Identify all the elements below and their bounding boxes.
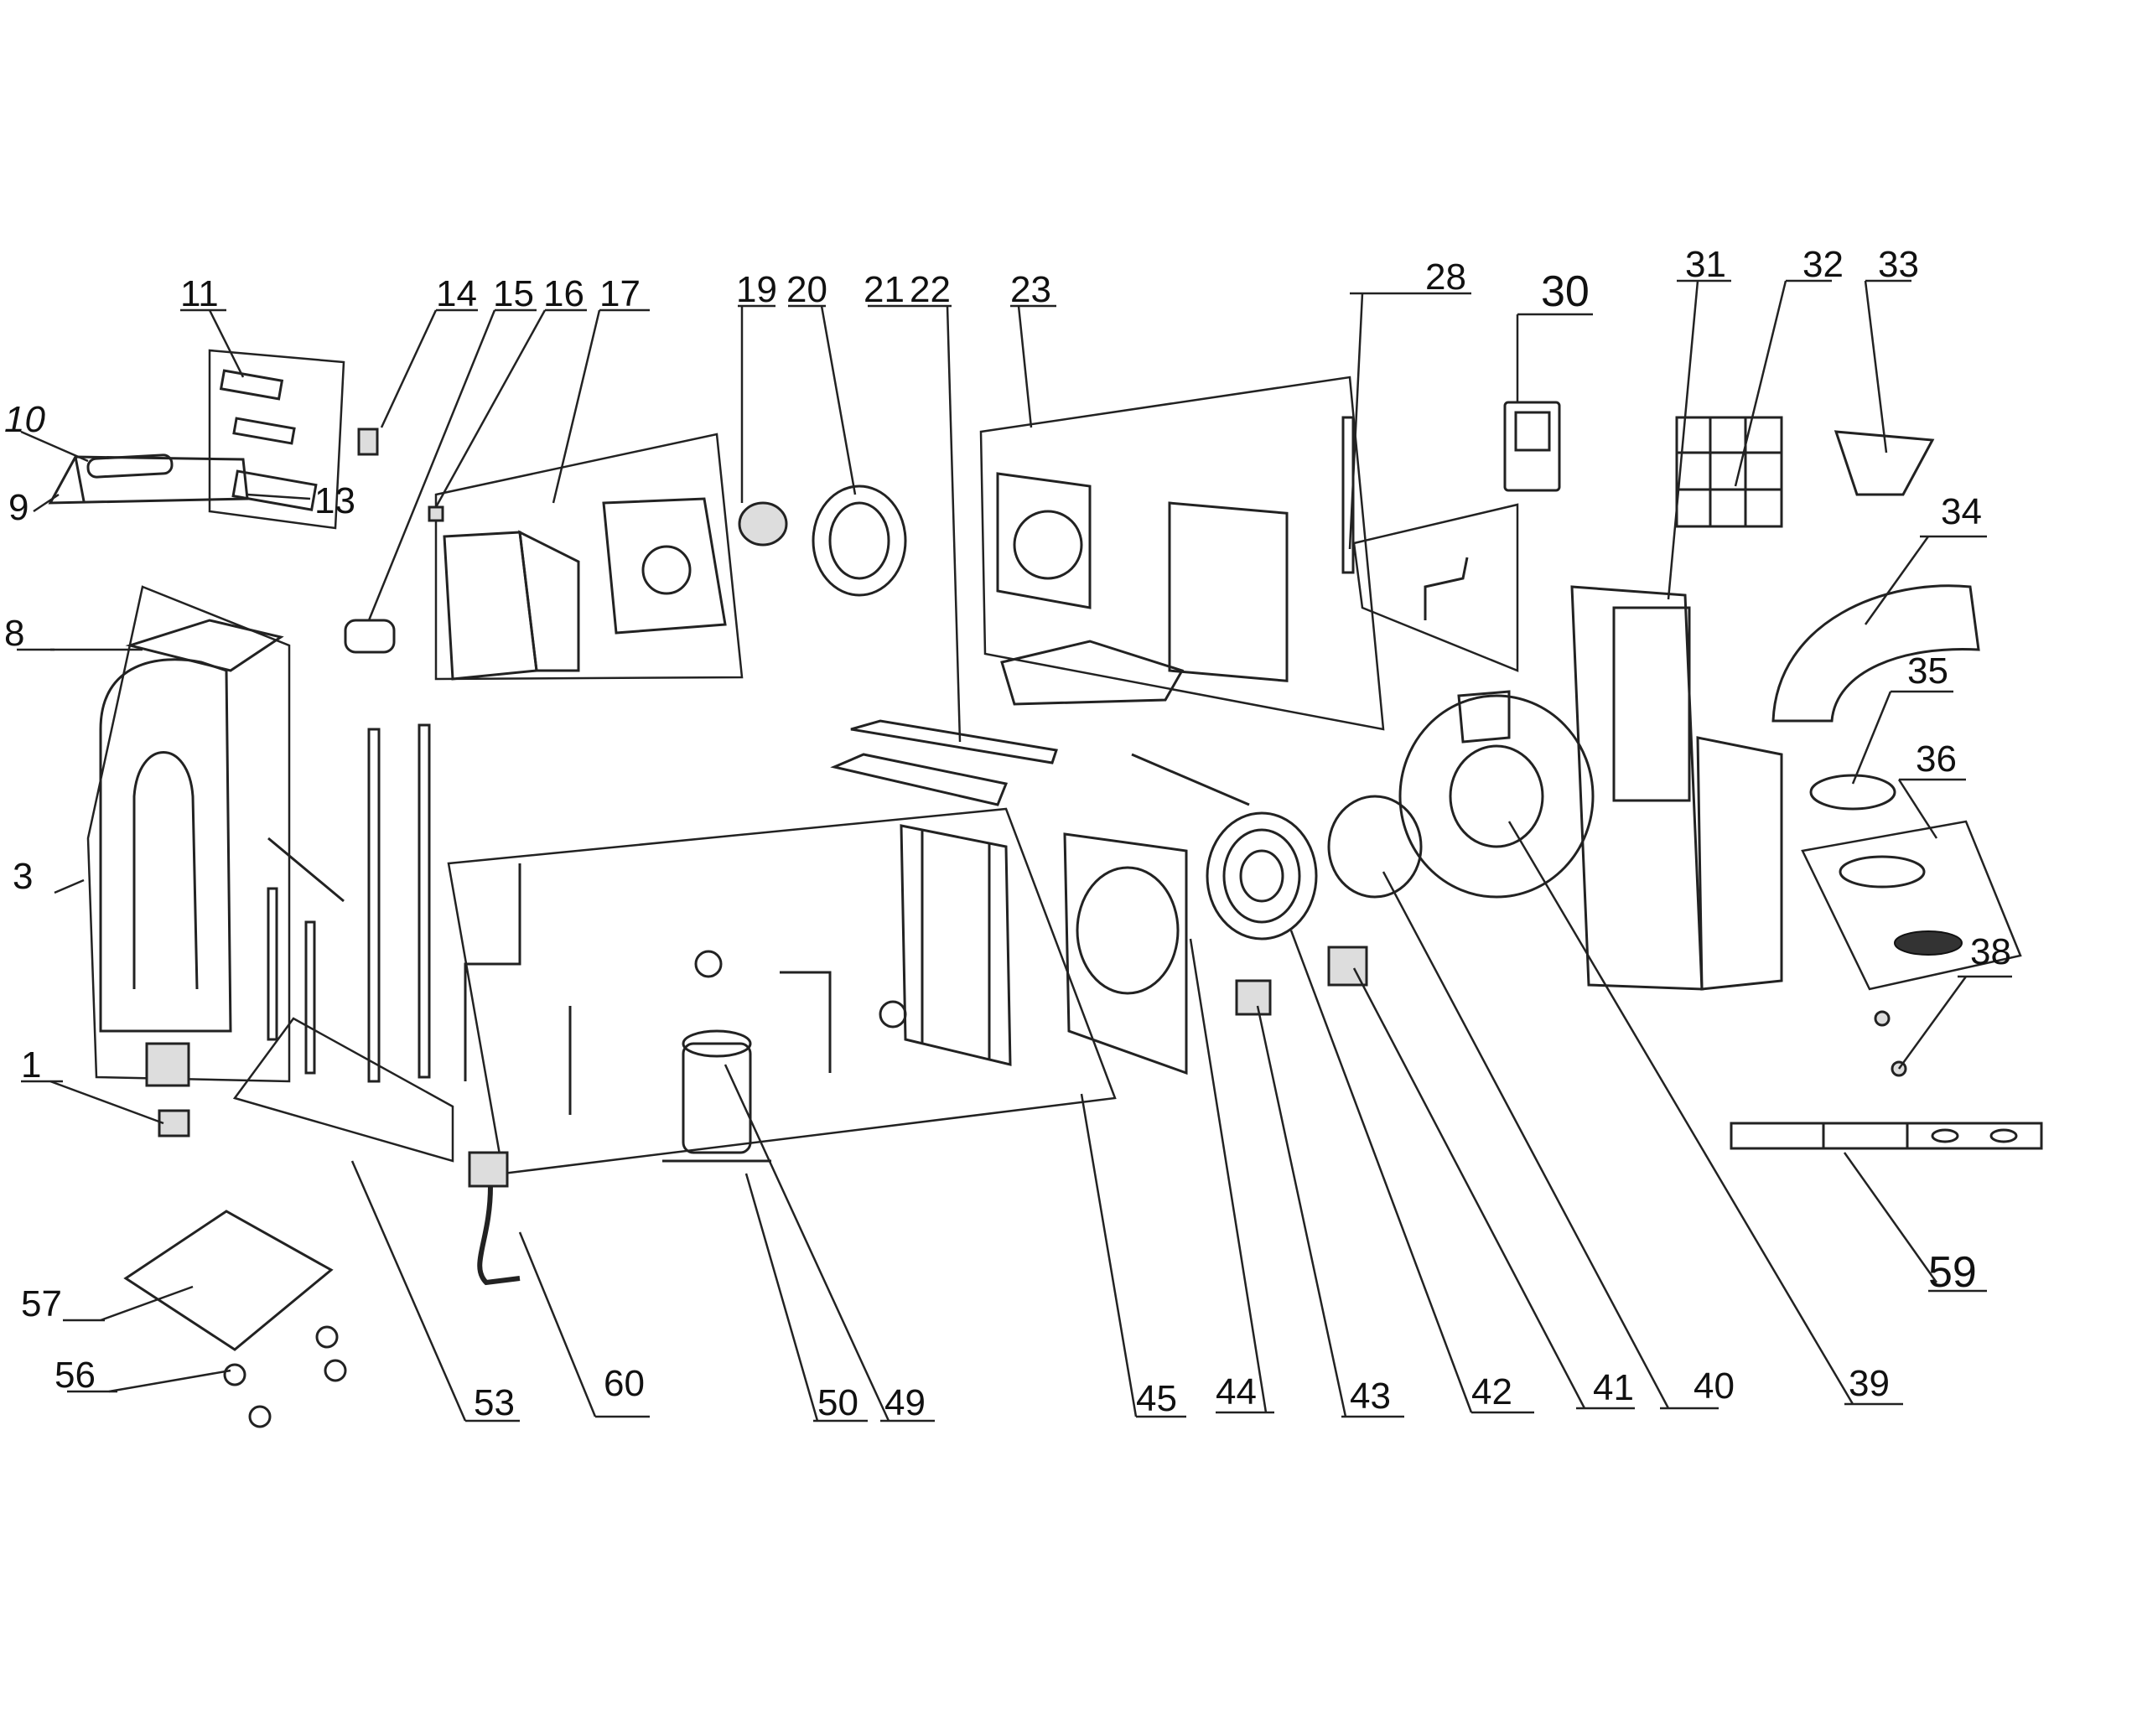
part-43-relay (1235, 979, 1272, 1016)
part-23-panel (996, 472, 1092, 609)
part-49-compressor (662, 1029, 771, 1163)
part-15-cylinder (344, 619, 396, 654)
part-3-front-housing (99, 658, 232, 1033)
label-33: 33 (1878, 244, 1919, 285)
part-45-condenser (900, 824, 1012, 1066)
label-34: 34 (1941, 491, 1982, 532)
label-13: 13 (314, 480, 355, 521)
frame-group-17 (434, 433, 744, 681)
part-56-caster (223, 1363, 246, 1386)
label-35: 35 (1907, 650, 1948, 692)
label-59: 59 (1928, 1248, 1977, 1297)
part-40-fan-motor (1327, 795, 1423, 899)
label-38: 38 (1970, 931, 2011, 972)
part-30-remote (1503, 401, 1561, 492)
label-31: 31 (1685, 244, 1726, 285)
part-14-block (357, 428, 379, 456)
label-23: 23 (1010, 269, 1051, 310)
label-20: 20 (786, 269, 827, 310)
part-59-window-kit-strip (1730, 1122, 2043, 1150)
label-17: 17 (599, 273, 641, 314)
label-50: 50 (817, 1382, 858, 1423)
part-44-fan-shroud (1063, 832, 1188, 1075)
label-60: 60 (604, 1363, 645, 1404)
frame-group-28 (1352, 503, 1519, 672)
label-1: 1 (21, 1044, 41, 1086)
label-41: 41 (1593, 1367, 1634, 1408)
part-35-ring (1809, 774, 1896, 811)
part-8-top-panel (125, 619, 284, 672)
part-38-screw (1874, 1010, 1891, 1027)
frame-group-53 (232, 1017, 454, 1163)
part-20-fan-wheel (812, 485, 907, 597)
part-labels: 1 3 8 9 10 11 13 14 15 16 17 19 20 21 22… (4, 244, 2011, 1423)
part-9-drain-tray (48, 455, 249, 505)
label-56: 56 (54, 1355, 96, 1396)
label-39: 39 (1849, 1363, 1890, 1404)
frame-group-36 (1801, 820, 2022, 991)
part-19-motor (738, 501, 788, 547)
label-57: 57 (21, 1283, 62, 1324)
parts (48, 369, 2043, 1428)
label-45: 45 (1136, 1378, 1177, 1419)
frame-group-23 (979, 376, 1385, 731)
label-53: 53 (474, 1382, 515, 1423)
part-22-bar (850, 719, 1058, 764)
part-32-filter-grille (1675, 416, 1783, 528)
label-42: 42 (1471, 1371, 1512, 1412)
part-33-hose-adapter (1834, 430, 1935, 496)
label-40: 40 (1694, 1365, 1735, 1407)
part-34-exhaust-hose (1771, 584, 1980, 723)
label-36: 36 (1916, 738, 1957, 780)
part-53-side-rail (367, 728, 381, 1083)
label-22: 22 (910, 269, 951, 310)
part-11-bracket (219, 369, 284, 401)
frame-group-3 (86, 585, 291, 1083)
part-57-base (123, 1210, 334, 1351)
label-28: 28 (1425, 257, 1466, 298)
label-21: 21 (864, 269, 905, 310)
part-10-pipe (86, 453, 174, 479)
label-30: 30 (1541, 267, 1590, 316)
label-8: 8 (4, 613, 24, 654)
label-44: 44 (1216, 1371, 1257, 1412)
part-36-window-adapter (1839, 855, 1926, 889)
label-14: 14 (436, 273, 477, 314)
label-49: 49 (884, 1382, 926, 1423)
label-32: 32 (1802, 244, 1844, 285)
label-11: 11 (180, 273, 219, 314)
label-15: 15 (493, 273, 534, 314)
part-39-blower-housing (1398, 694, 1595, 899)
label-3: 3 (13, 856, 33, 897)
leader-lines (17, 279, 2012, 1422)
part-tube-assembly (464, 863, 521, 1081)
part-28-tube (1424, 557, 1469, 620)
part-60-power-cord (468, 1151, 521, 1286)
part-21-tray (830, 753, 1009, 806)
frame-group-45 (447, 807, 1117, 1175)
part-16-clip (428, 505, 444, 522)
part-42-fan-wheel (1206, 811, 1318, 941)
label-43: 43 (1350, 1376, 1391, 1417)
label-19: 19 (736, 269, 777, 310)
label-9: 9 (8, 487, 29, 528)
group-frames (86, 349, 2022, 1175)
label-10: 10 (4, 399, 45, 440)
label-16: 16 (543, 273, 584, 314)
part-1-pump (158, 1109, 190, 1137)
